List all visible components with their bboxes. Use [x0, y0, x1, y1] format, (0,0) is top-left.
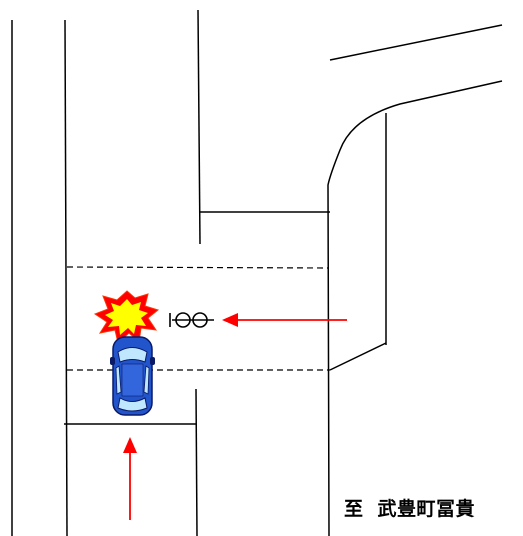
car-icon — [110, 336, 155, 416]
car-direction-arrow — [123, 437, 137, 520]
dashed-lines — [66, 266, 330, 371]
main-road-lower-right-edge — [195, 388, 198, 536]
road-lines — [11, 9, 503, 536]
lower-diagonal-road-edge — [329, 342, 387, 371]
upper-diagonal-road-edge — [329, 24, 503, 61]
curved-road-edge — [327, 80, 503, 536]
upper-dashed-line — [66, 266, 330, 269]
collision-burst-icon — [93, 290, 160, 344]
direction-prefix: 至 — [344, 498, 364, 520]
side-road-upper-left-edge — [197, 9, 201, 245]
movement-arrows — [123, 313, 347, 520]
main-road-left-edge — [64, 19, 68, 536]
direction-label: 至武豊町冨貴 — [344, 494, 475, 521]
bicycle-direction-arrow — [222, 313, 347, 327]
bicycle-icon — [169, 312, 214, 328]
direction-place: 武豊町冨貴 — [377, 498, 476, 520]
